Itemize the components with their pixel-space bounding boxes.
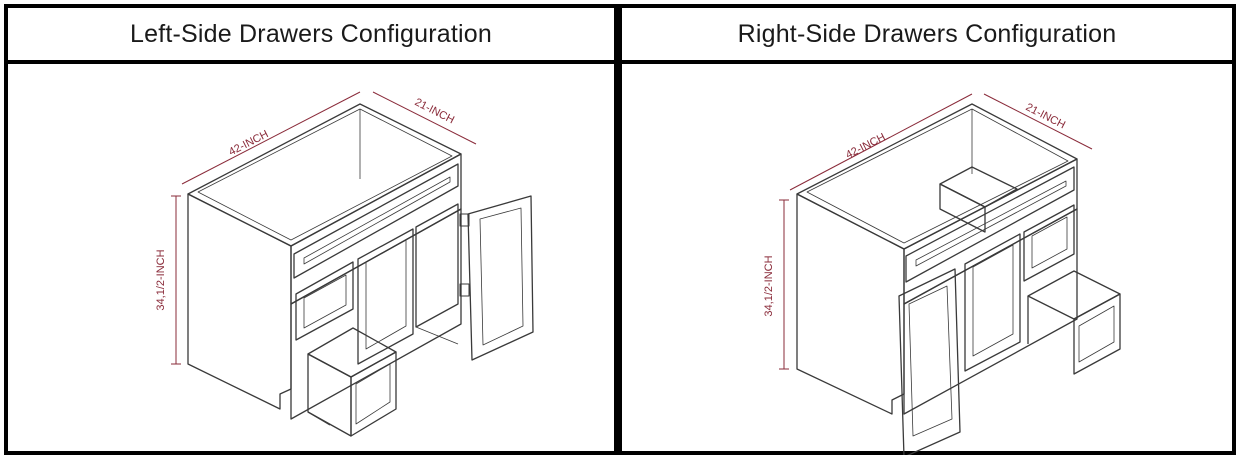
height-dimension-label: 34,1/2-INCH <box>763 255 775 316</box>
height-dimension-label: 34,1/2-INCH <box>155 249 167 310</box>
left-cabinet-drawing: 42-INCH 21-INCH 34,1/2-INCH <box>8 64 614 451</box>
cabinet-illustration: 42-INCH 21-INCH 34,1/2-INCH <box>763 93 1121 455</box>
panel-title: Left-Side Drawers Configuration <box>8 8 614 64</box>
right-configuration-panel: Right-Side Drawers Configuration <box>618 4 1236 455</box>
left-configuration-panel: Left-Side Drawers Configuration <box>4 4 618 455</box>
depth-dimension-label: 21-INCH <box>1024 101 1068 131</box>
panel-title: Right-Side Drawers Configuration <box>622 8 1232 64</box>
width-dimension-label: 42-INCH <box>844 131 888 161</box>
depth-dimension-label: 21-INCH <box>413 96 457 126</box>
cabinet-illustration: 42-INCH 21-INCH 34,1/2-INCH <box>155 91 534 437</box>
right-cabinet-drawing: 42-INCH 21-INCH 34,1/2-INCH <box>622 64 1232 455</box>
